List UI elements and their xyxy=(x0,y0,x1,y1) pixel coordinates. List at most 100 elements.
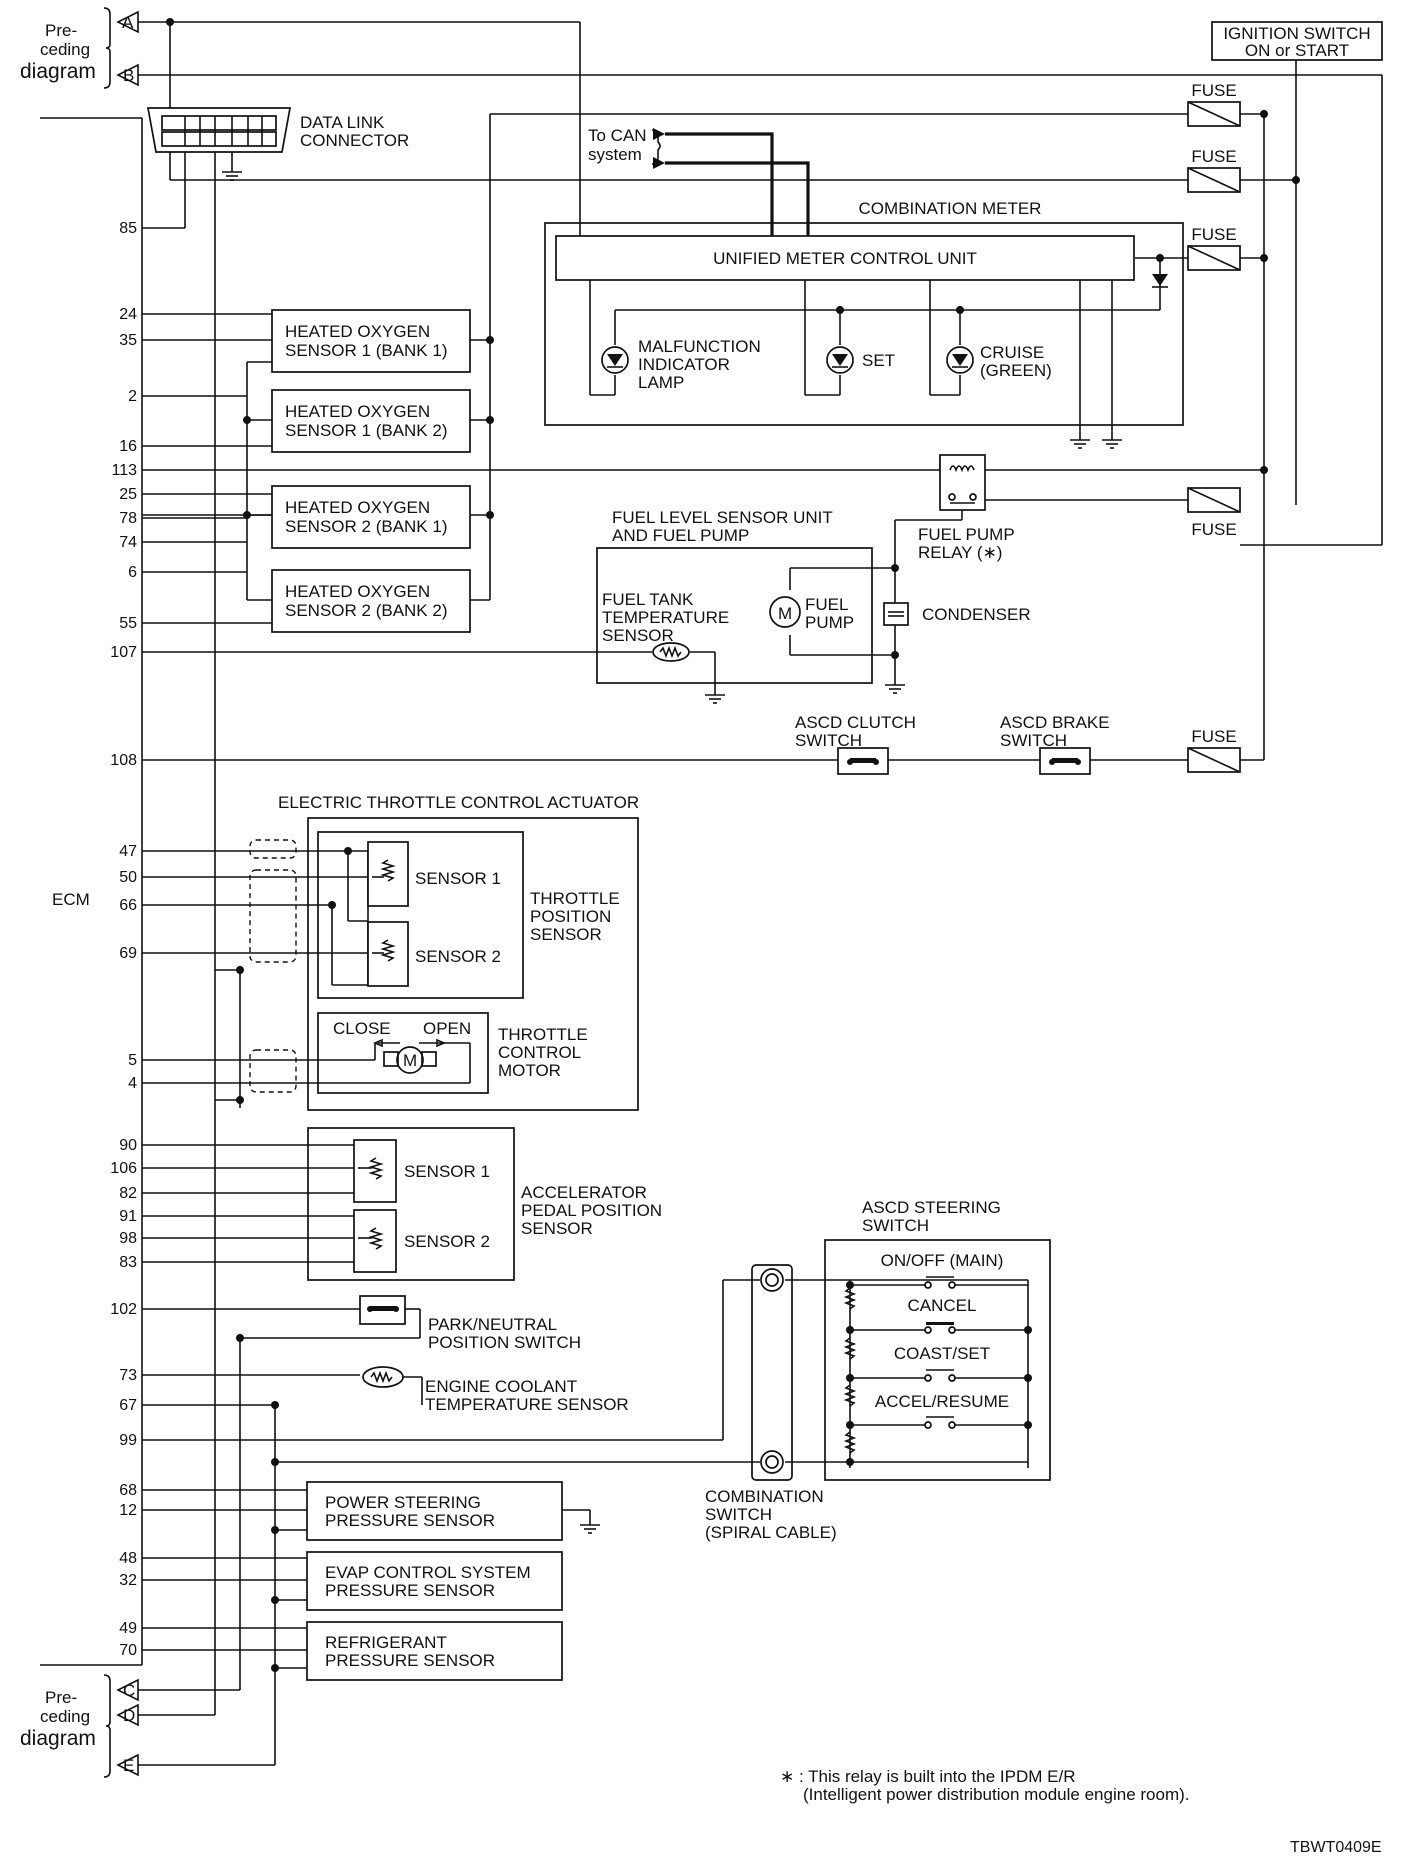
refrig-line2: PRESSURE SENSOR xyxy=(325,1651,495,1670)
fuse-4-label: FUSE xyxy=(1191,520,1236,539)
cruise-line2: (GREEN) xyxy=(980,361,1052,380)
fuel-pump-motor-icon: M xyxy=(769,596,801,628)
pin-6: 6 xyxy=(128,564,137,581)
pin-90: 90 xyxy=(119,1137,137,1154)
pin-25: 25 xyxy=(119,486,137,503)
pin-55: 55 xyxy=(119,615,137,632)
ho2s-3-line2: SENSOR 2 (BANK 1) xyxy=(285,517,448,536)
mil-line3: LAMP xyxy=(638,373,684,392)
meter-control-unit: UNIFIED METER CONTROL UNIT xyxy=(713,249,977,268)
pin-35: 35 xyxy=(119,332,137,349)
ect-line1: ENGINE COOLANT xyxy=(425,1377,577,1396)
set-lamp-icon xyxy=(826,346,854,374)
ect-line2: TEMPERATURE SENSOR xyxy=(425,1395,629,1414)
connector-d-label: D xyxy=(123,1706,135,1725)
pin-4: 4 xyxy=(128,1075,137,1092)
preceding-bottom-line2: ceding xyxy=(40,1707,90,1726)
preceding-bottom-line1: Pre- xyxy=(45,1688,77,1707)
preceding-top-line1: Pre- xyxy=(45,21,77,40)
tps-line1: THROTTLE xyxy=(530,889,620,908)
ground-icon xyxy=(885,684,905,694)
park-neutral-switch: PARK/NEUTRAL POSITION SWITCH xyxy=(359,1295,581,1352)
condenser: CONDENSER xyxy=(883,602,1031,694)
fuse-1: FUSE xyxy=(1187,81,1241,127)
apps-sensor2: SENSOR 2 xyxy=(404,1232,490,1251)
fuel-level-sensor-unit: FUEL LEVEL SENSOR UNIT AND FUEL PUMP FUE… xyxy=(596,508,873,704)
footnote-line1: ∗ : This relay is built into the IPDM E/… xyxy=(780,1767,1075,1786)
fuse-2: FUSE xyxy=(1187,147,1241,193)
etc-open: OPEN xyxy=(423,1019,471,1038)
pin-49: 49 xyxy=(119,1620,137,1637)
ascd-brake-switch: ASCD BRAKE SWITCH xyxy=(1000,713,1110,775)
pin-5: 5 xyxy=(128,1052,137,1069)
fuel-temp-line2: TEMPERATURE xyxy=(602,608,729,627)
connector-e-label: E xyxy=(123,1756,134,1775)
set-label: SET xyxy=(862,351,895,370)
motor-line2: CONTROL xyxy=(498,1043,581,1062)
pin-98: 98 xyxy=(119,1230,137,1247)
fuel-pump-line1: FUEL xyxy=(805,595,848,614)
pin-91: 91 xyxy=(119,1208,137,1225)
pin-66: 66 xyxy=(119,897,137,914)
diode-icon xyxy=(1152,274,1168,288)
power-steering-pressure-sensor: POWER STEERING PRESSURE SENSOR xyxy=(306,1481,600,1541)
ho2s-3-line1: HEATED OXYGEN xyxy=(285,498,430,517)
tps-line2: POSITION xyxy=(530,907,611,926)
preceding-top: Pre- ceding diagram A B xyxy=(20,7,139,89)
ground-icon xyxy=(1102,439,1122,449)
ground-icon xyxy=(580,1524,600,1534)
pin-50: 50 xyxy=(119,869,137,886)
fuse-2-label: FUSE xyxy=(1191,147,1236,166)
data-link-connector: DATA LINK CONNECTOR xyxy=(146,107,409,181)
apps-line3: SENSOR xyxy=(521,1219,593,1238)
apps-line2: PEDAL POSITION xyxy=(521,1201,662,1220)
mil-line1: MALFUNCTION xyxy=(638,337,761,356)
fuel-pump-line2: PUMP xyxy=(805,613,854,632)
pin-74: 74 xyxy=(119,534,137,551)
pin-83: 83 xyxy=(119,1254,137,1271)
connector-b-label: B xyxy=(123,66,134,85)
preceding-top-line3: diagram xyxy=(20,60,96,83)
combination-meter-title: COMBINATION METER xyxy=(859,199,1042,218)
mil-lamp-icon xyxy=(601,346,629,374)
fuse-4: FUSE xyxy=(1187,487,1241,539)
refrigerant-pressure-sensor: REFRIGERANT PRESSURE SENSOR xyxy=(306,1621,563,1681)
ascd-cancel: CANCEL xyxy=(908,1296,977,1315)
spiral-line1: COMBINATION xyxy=(705,1487,824,1506)
fuel-temp-line3: SENSOR xyxy=(602,626,674,645)
ground-icon xyxy=(1070,439,1090,449)
ascd-coast: COAST/SET xyxy=(894,1344,990,1363)
pin-16: 16 xyxy=(119,438,137,455)
ho2s-4-line1: HEATED OXYGEN xyxy=(285,582,430,601)
fuse-3: FUSE xyxy=(1187,225,1241,271)
ascd-onoff: ON/OFF (MAIN) xyxy=(881,1251,1004,1270)
apps-sensor1: SENSOR 1 xyxy=(404,1162,490,1181)
pin-82: 82 xyxy=(119,1185,137,1202)
pin-2: 2 xyxy=(128,388,137,405)
pnp-line1: PARK/NEUTRAL xyxy=(428,1315,557,1334)
ascd-steering-title2: SWITCH xyxy=(862,1216,929,1235)
fuel-temp-line1: FUEL TANK xyxy=(602,590,694,609)
ascd-clutch-switch: ASCD CLUTCH SWITCH xyxy=(795,713,916,775)
accelerator-pedal-position-sensor: SENSOR 1 SENSOR 2 ACCELERATOR PEDAL POSI… xyxy=(307,1127,662,1281)
ho2s-sensors: HEATED OXYGEN SENSOR 1 (BANK 1) HEATED O… xyxy=(271,309,471,633)
pin-24: 24 xyxy=(119,306,137,323)
preceding-top-line2: ceding xyxy=(40,40,90,59)
throttle-motor-symbol: M xyxy=(403,1051,417,1070)
ho2s-4-line2: SENSOR 2 (BANK 2) xyxy=(285,601,448,620)
fuse-5: FUSE xyxy=(1187,727,1241,773)
pin-69: 69 xyxy=(119,945,137,962)
ascd-steering-title1: ASCD STEERING xyxy=(862,1198,1001,1217)
pnp-line2: POSITION SWITCH xyxy=(428,1333,581,1352)
ignition-line1: IGNITION SWITCH xyxy=(1223,24,1370,43)
ascd-brake-line2: SWITCH xyxy=(1000,731,1067,750)
connector-a-label: A xyxy=(122,13,134,32)
cruise-lamp-icon xyxy=(946,346,974,374)
refrig-line1: REFRIGERANT xyxy=(325,1633,447,1652)
ho2s-2-line1: HEATED OXYGEN xyxy=(285,402,430,421)
ascd-steering-switch: ASCD STEERING SWITCH ON/OFF (MAIN) CANCE… xyxy=(824,1198,1051,1481)
pin-102: 102 xyxy=(110,1301,137,1318)
fuse-3-label: FUSE xyxy=(1191,225,1236,244)
spiral-line2: SWITCH xyxy=(705,1505,772,1524)
cruise-line1: CRUISE xyxy=(980,343,1044,362)
